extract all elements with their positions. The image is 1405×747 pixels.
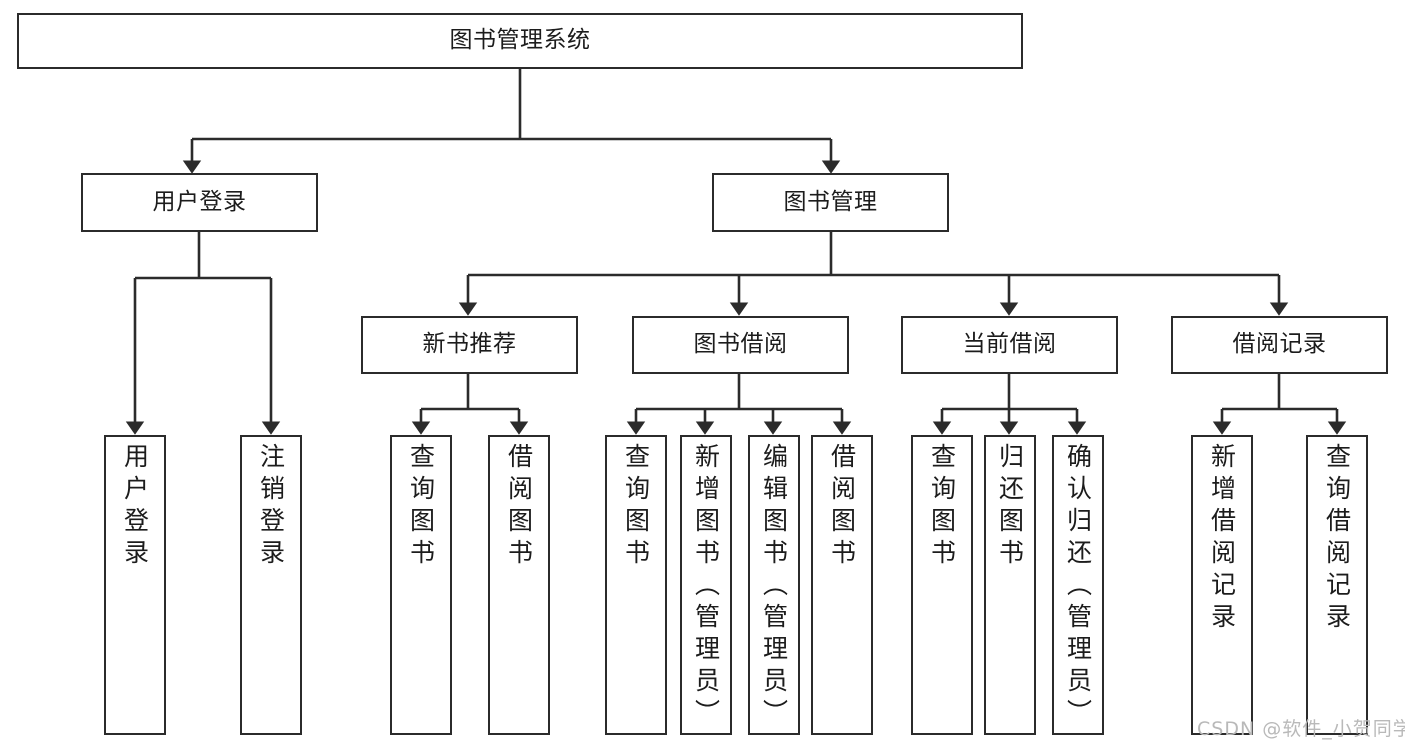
node-label: 用户登录	[152, 188, 247, 215]
leaf-add-book-admin[interactable]: 新增图书（管理员）	[680, 435, 732, 735]
node-label: 查询图书	[621, 443, 651, 571]
leaf-edit-book-admin[interactable]: 编辑图书（管理员）	[748, 435, 800, 735]
leaf-logout-login[interactable]: 注销登录	[240, 435, 302, 735]
node-label: 借阅图书	[827, 443, 857, 571]
node-label: 借阅图书	[504, 443, 534, 571]
node-label: 当前借阅	[962, 331, 1057, 358]
node-label: 图书管理系统	[449, 27, 591, 54]
leaf-query-borrow-record[interactable]: 查询借阅记录	[1306, 435, 1368, 735]
node-label: 新增图书（管理员）	[691, 443, 721, 731]
node-user-login[interactable]: 用户登录	[81, 173, 318, 232]
leaf-borrow-book-recommend[interactable]: 借阅图书	[488, 435, 550, 735]
leaf-confirm-return-admin[interactable]: 确认归还（管理员）	[1052, 435, 1104, 735]
node-label: 查询图书	[927, 443, 957, 571]
node-current-borrow[interactable]: 当前借阅	[901, 316, 1118, 374]
leaf-borrow-book[interactable]: 借阅图书	[811, 435, 873, 735]
node-label: 借阅记录	[1232, 331, 1327, 358]
node-label: 确认归还（管理员）	[1063, 443, 1093, 731]
node-book-borrow[interactable]: 图书借阅	[632, 316, 849, 374]
node-borrow-record[interactable]: 借阅记录	[1171, 316, 1388, 374]
node-label: 图书管理	[783, 188, 878, 215]
leaf-query-book-borrow[interactable]: 查询图书	[605, 435, 667, 735]
node-label: 注销登录	[256, 443, 286, 571]
node-label: 查询借阅记录	[1322, 443, 1352, 635]
node-label: 图书借阅	[693, 331, 788, 358]
node-label: 新书推荐	[422, 331, 517, 358]
leaf-user-login[interactable]: 用户登录	[104, 435, 166, 735]
node-label: 用户登录	[120, 443, 150, 571]
node-label: 归还图书	[995, 443, 1025, 571]
node-label: 新增借阅记录	[1207, 443, 1237, 635]
leaf-query-book-current[interactable]: 查询图书	[911, 435, 973, 735]
leaf-query-book-recommend[interactable]: 查询图书	[390, 435, 452, 735]
leaf-add-borrow-record[interactable]: 新增借阅记录	[1191, 435, 1253, 735]
node-root-book-management-system[interactable]: 图书管理系统	[17, 13, 1023, 69]
node-label: 查询图书	[406, 443, 436, 571]
leaf-return-book[interactable]: 归还图书	[984, 435, 1036, 735]
node-new-book-recommend[interactable]: 新书推荐	[361, 316, 578, 374]
node-label: 编辑图书（管理员）	[759, 443, 789, 731]
node-book-management[interactable]: 图书管理	[712, 173, 949, 232]
